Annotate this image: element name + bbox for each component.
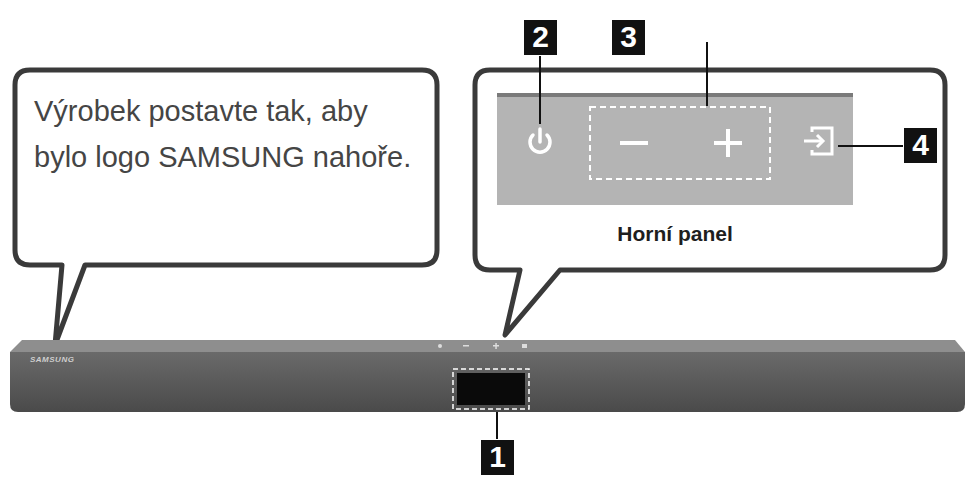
leader-line [539, 56, 541, 124]
plus-icon [714, 129, 742, 157]
callout-number: 4 [904, 128, 937, 163]
callout-number: 1 [481, 440, 514, 475]
panel-caption: Horní panel [560, 220, 790, 260]
leader-line [838, 145, 903, 147]
callout-bubble [475, 70, 945, 335]
node-text: Horní panel [560, 220, 790, 248]
brand-logo: SAMSUNG [30, 355, 74, 364]
top-buttons [438, 343, 527, 349]
panel-edge [497, 93, 853, 97]
display-outline [453, 369, 529, 409]
callout-number: 3 [612, 20, 645, 55]
note-bubble: Výrobek postavte tak, aby bylo logo SAMS… [34, 88, 414, 258]
top-panel [497, 93, 853, 205]
volume-group-outline [590, 107, 770, 179]
minus-icon [620, 141, 648, 145]
leader-line [706, 42, 708, 106]
soundbar-top [10, 340, 965, 352]
display [457, 373, 525, 405]
callout-bubble [15, 70, 437, 345]
callout-number: 2 [524, 20, 557, 55]
soundbar-front [10, 352, 965, 412]
node-text: Výrobek postavte tak, aby bylo logo SAMS… [34, 88, 414, 180]
input-icon [804, 128, 832, 154]
power-icon [530, 129, 550, 152]
